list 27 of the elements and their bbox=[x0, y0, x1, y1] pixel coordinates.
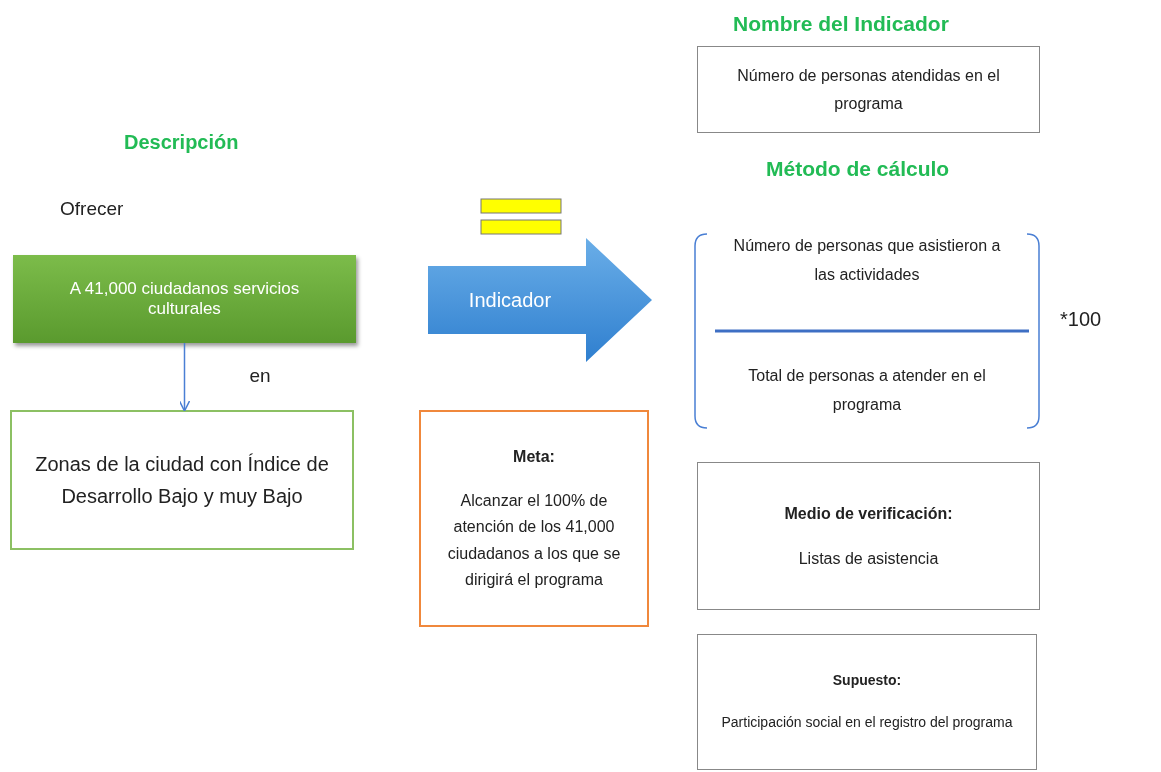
box-heading: Meta: bbox=[513, 446, 555, 467]
section-heading: Método de cálculo bbox=[766, 157, 950, 181]
numerator-text: Número de personas que asistieron a las actividades bbox=[733, 236, 1001, 285]
fraction-formula bbox=[693, 232, 1041, 430]
goal-box bbox=[419, 410, 649, 627]
process-box bbox=[10, 410, 354, 550]
arrow bbox=[178, 342, 191, 412]
edge-label: en bbox=[249, 364, 271, 387]
box-text: Alcanzar el 100% de atención de los 41,000 ciudadanos a los que se dirigirá el programa bbox=[446, 490, 622, 591]
verification-box bbox=[697, 462, 1040, 610]
box-text: Participación social en el registro del programa bbox=[721, 713, 1013, 732]
multiplier-text: *100 bbox=[1060, 308, 1102, 331]
arrow-label: Indicador bbox=[468, 288, 552, 312]
node-text: Número de personas atendidas en el programa bbox=[736, 66, 1001, 114]
process-box bbox=[13, 255, 356, 343]
node-text: Zonas de la ciudad con Índice de Desarrollo Bajo y muy Bajo bbox=[34, 452, 330, 509]
block-arrow bbox=[428, 238, 652, 362]
denominator-text: Total de personas a atender en el programa bbox=[747, 366, 987, 416]
box-heading: Medio de verificación: bbox=[784, 503, 953, 524]
assumption-box bbox=[697, 634, 1037, 770]
node-text: A 41,000 ciudadanos servicios culturales bbox=[68, 279, 301, 319]
section-heading: Descripción bbox=[124, 131, 239, 154]
box-heading: Supuesto: bbox=[832, 671, 902, 691]
indicator-name-box bbox=[697, 46, 1040, 133]
section-heading: Nombre del Indicador bbox=[733, 12, 949, 36]
box-text: Listas de asistencia bbox=[798, 549, 939, 569]
verb-text: Ofrecer bbox=[60, 198, 124, 220]
